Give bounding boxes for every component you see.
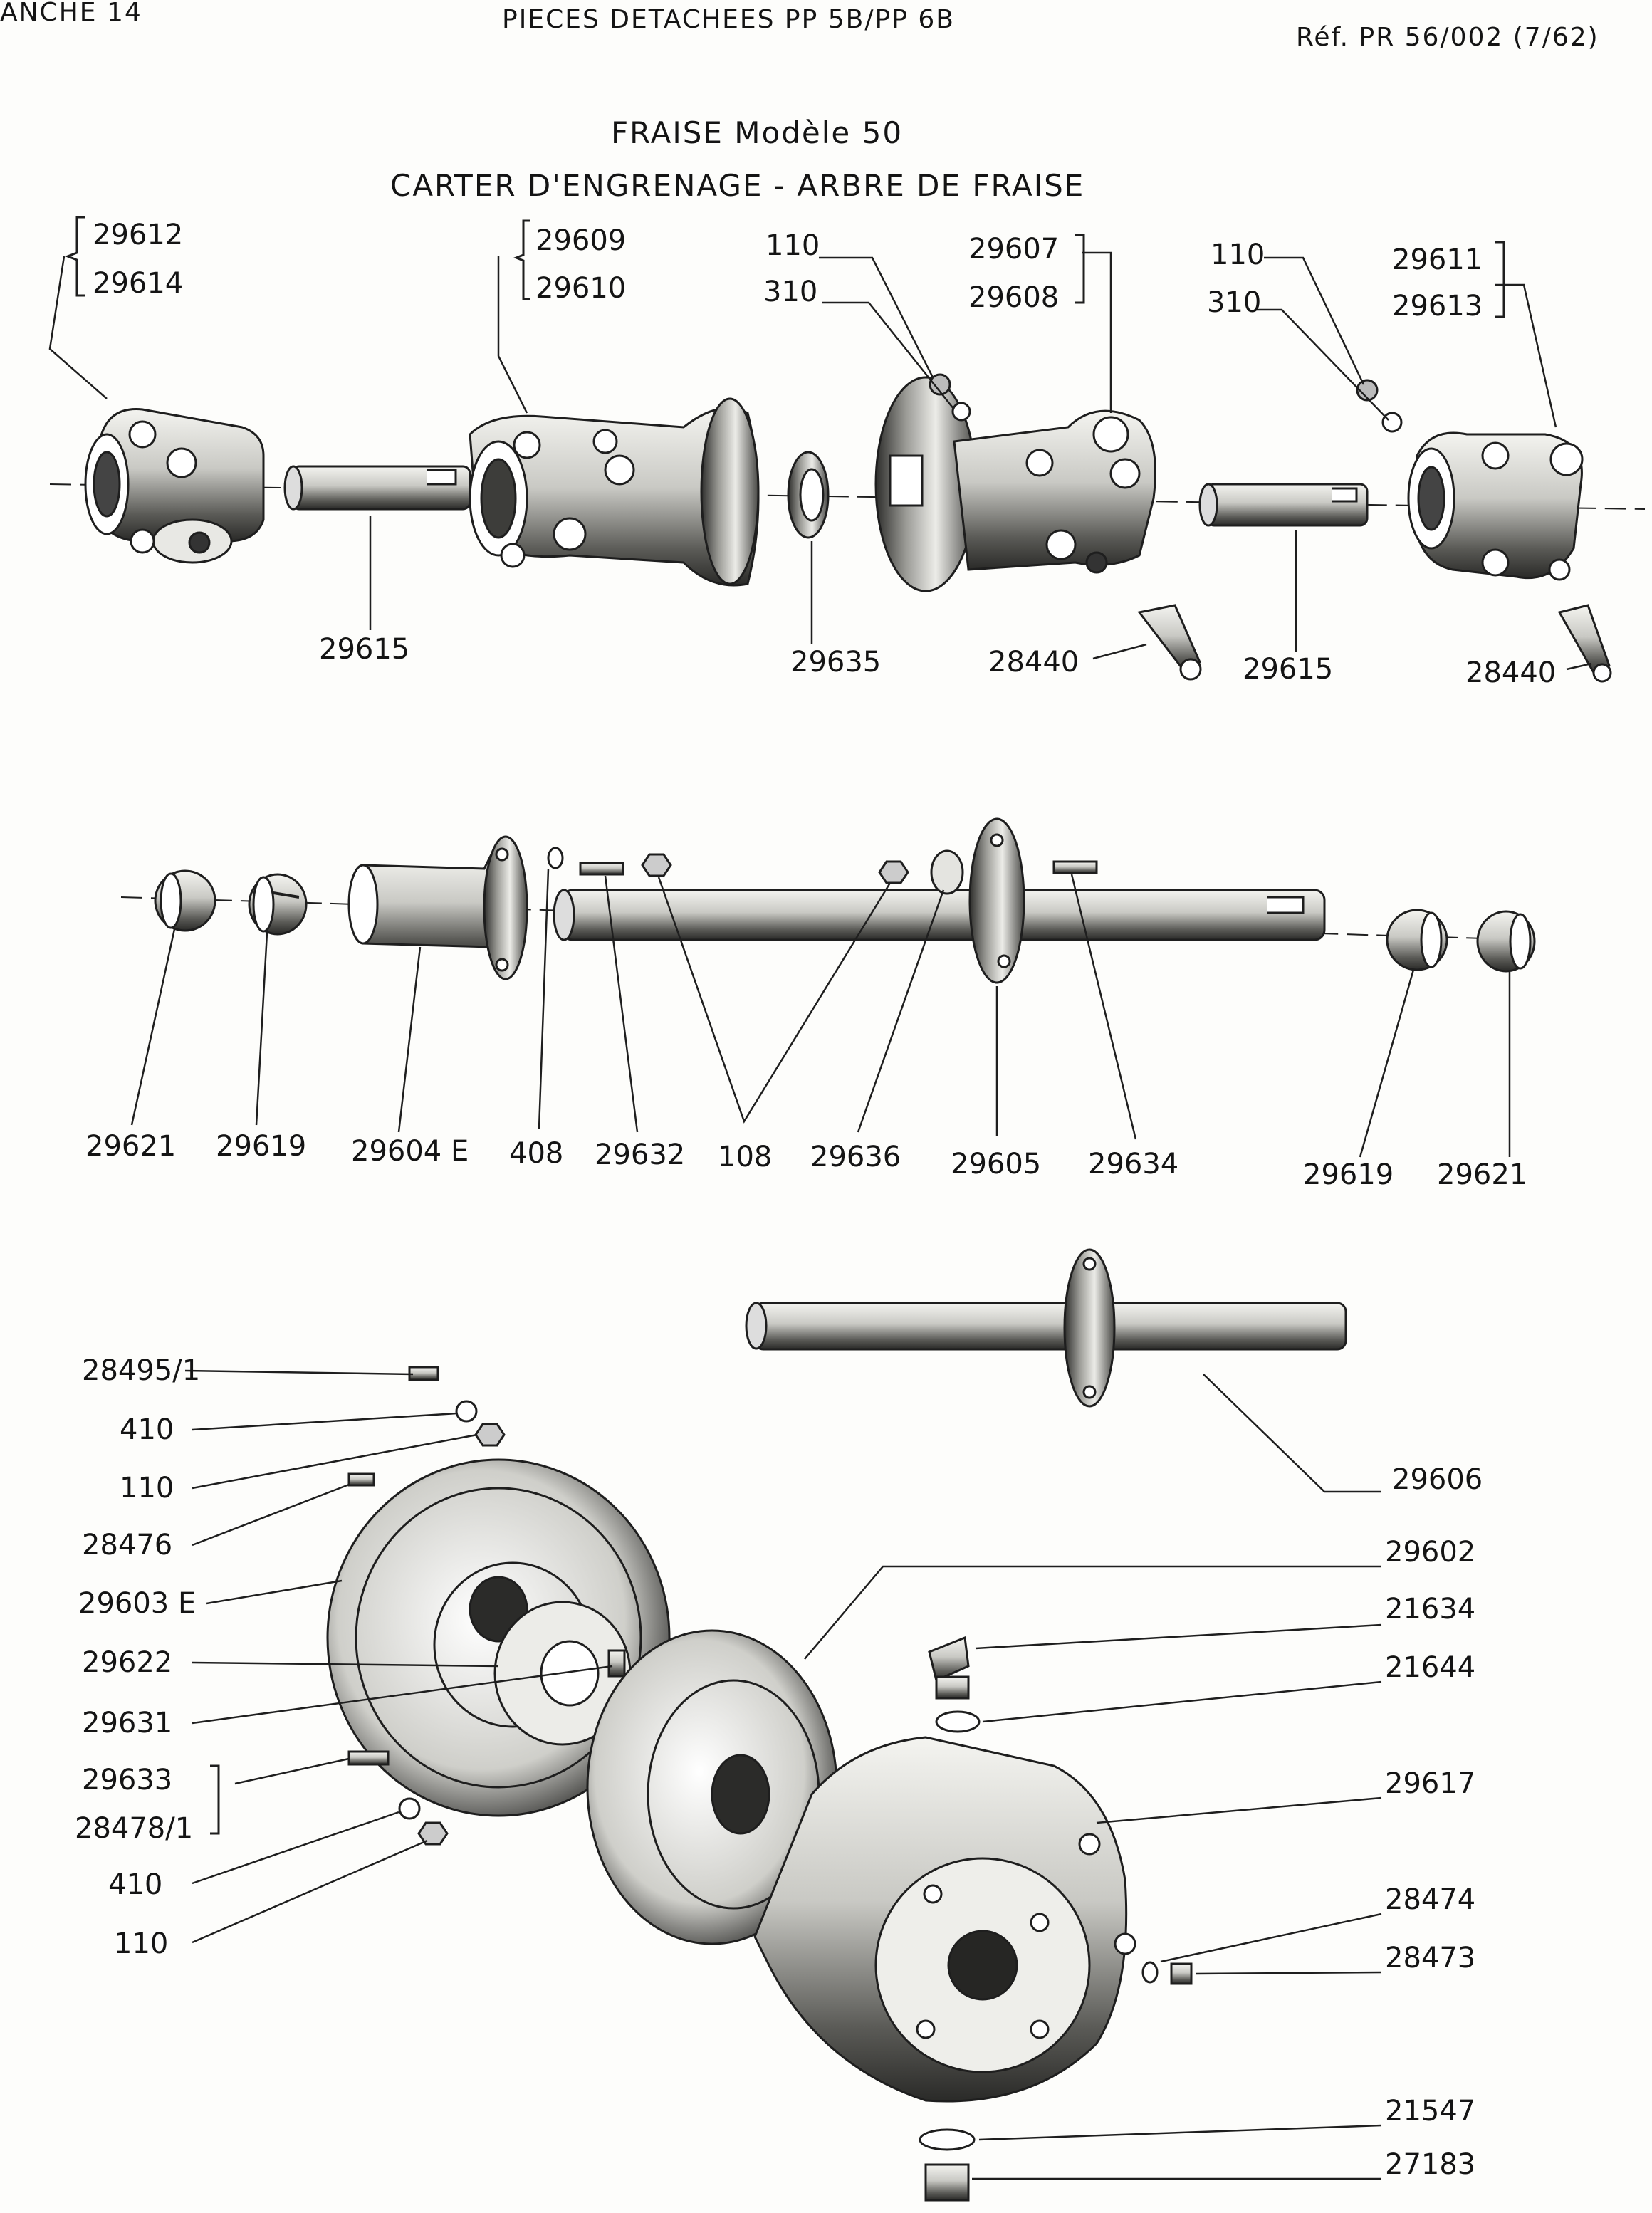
part-label: 29622 (82, 1646, 173, 1679)
lever-28440-b (1557, 604, 1612, 683)
plug-28473 (1170, 1962, 1193, 1985)
washer-410-b (398, 1797, 421, 1820)
part-label: 21644 (1385, 1651, 1476, 1684)
part-label: 29608 (968, 281, 1060, 314)
part-label: 29610 (535, 272, 627, 305)
shaft-29606 (745, 1248, 1347, 1408)
part-label: 29605 (951, 1148, 1042, 1181)
housing-29617 (753, 1736, 1136, 2103)
part-label: 110 (114, 1927, 169, 1960)
part-label: 29614 (93, 267, 184, 300)
grouping-brackets (64, 216, 1505, 1835)
part-label: 28474 (1385, 1883, 1476, 1916)
nut-108-a (641, 853, 672, 877)
part-label: 29611 (1392, 244, 1483, 276)
part-label: 29603 E (78, 1587, 197, 1620)
part-label: 29606 (1392, 1463, 1483, 1496)
nut-washer-110-310-a (929, 373, 971, 422)
pin-29631 (607, 1649, 626, 1678)
gear-housing-29611 (1407, 431, 1584, 581)
part-label: 29621 (1437, 1158, 1528, 1191)
bolt-28476 (347, 1472, 375, 1487)
part-label: 29632 (595, 1139, 686, 1171)
hub-29604E (347, 835, 528, 980)
gear-housing-29609 (469, 397, 760, 587)
seal-29635 (787, 451, 830, 539)
part-label: 28476 (82, 1529, 173, 1561)
part-label: 29604 E (351, 1135, 469, 1168)
part-label: 29636 (810, 1141, 901, 1173)
part-label: 29634 (1088, 1148, 1179, 1181)
part-label: 408 (509, 1137, 564, 1170)
shaft-29615-b (1198, 483, 1369, 527)
bushing-29619-b (1386, 909, 1448, 971)
part-label: 29617 (1385, 1767, 1476, 1800)
washer-408 (547, 847, 564, 869)
part-label: 29631 (82, 1707, 173, 1739)
drawing-title: FRAISE Modèle 50 (611, 115, 904, 150)
washer-28474 (1141, 1961, 1159, 1984)
page-title: PIECES DETACHEES PP 5B/PP 6B (502, 5, 955, 34)
part-label: 108 (718, 1141, 773, 1173)
part-label: 29609 (535, 224, 627, 257)
washer-410-a (455, 1400, 478, 1423)
washer-29636 (930, 849, 964, 895)
part-label: 28478/1 (75, 1812, 194, 1845)
nut-110-b (417, 1821, 449, 1846)
part-label: 410 (108, 1868, 163, 1901)
washer-21644 (935, 1710, 981, 1733)
bevel-gear-29602 (586, 1629, 838, 1945)
part-label: 21634 (1385, 1593, 1476, 1626)
part-label: 29615 (319, 633, 410, 666)
part-label: 110 (120, 1472, 174, 1505)
part-label: 27183 (1385, 2148, 1476, 2181)
part-label: 29633 (82, 1764, 173, 1796)
stud-29632 (579, 862, 624, 876)
part-label: 29619 (1303, 1158, 1394, 1191)
plate-number: ANCHE 14 (0, 0, 142, 27)
part-label: 21547 (1385, 2095, 1476, 2128)
part-label: 29607 (968, 233, 1060, 266)
flange-29605 (968, 817, 1025, 984)
part-label: 410 (120, 1413, 174, 1446)
part-label: 110 (1211, 239, 1265, 271)
bushing-29621-a (154, 869, 216, 932)
nut-washer-110-310-b (1356, 379, 1403, 433)
part-label: 29613 (1392, 290, 1483, 323)
part-label: 29635 (790, 646, 882, 679)
bushing-29621-b (1476, 910, 1536, 973)
plug-21634 (928, 1636, 970, 1700)
part-label: 310 (763, 276, 818, 308)
part-label: 29615 (1243, 653, 1334, 686)
bushing-29619-a (248, 873, 308, 936)
gear-housing-29607 (874, 376, 1156, 592)
part-label: 110 (765, 229, 820, 262)
reference-number: Réf. PR 56/002 (7/62) (1296, 23, 1599, 52)
part-label: 28440 (1465, 656, 1557, 689)
main-shaft (553, 889, 1326, 941)
bolt-29633 (347, 1750, 390, 1766)
part-label: 29602 (1385, 1536, 1476, 1569)
leader-lines (48, 251, 1592, 2180)
nut-108-b (878, 860, 909, 884)
lever-28440-a (1137, 604, 1202, 681)
washer-21547 (919, 2128, 976, 2151)
bolt-28495 (408, 1366, 439, 1381)
shaft-29615-a (283, 465, 471, 511)
bolt-29634 (1052, 860, 1098, 874)
drawing-subtitle: CARTER D'ENGRENAGE - ARBRE DE FRAISE (390, 168, 1085, 203)
part-label: 28473 (1385, 1942, 1476, 1974)
nut-110-a (474, 1423, 506, 1447)
part-label: 310 (1207, 286, 1262, 319)
plug-27183 (924, 2163, 970, 2202)
part-label: 29612 (93, 219, 184, 251)
part-label: 29621 (85, 1130, 177, 1163)
gear-housing-29612 (84, 408, 265, 564)
part-label: 29619 (216, 1130, 307, 1163)
part-label: 28440 (988, 646, 1079, 679)
part-label: 28495/1 (82, 1354, 201, 1387)
